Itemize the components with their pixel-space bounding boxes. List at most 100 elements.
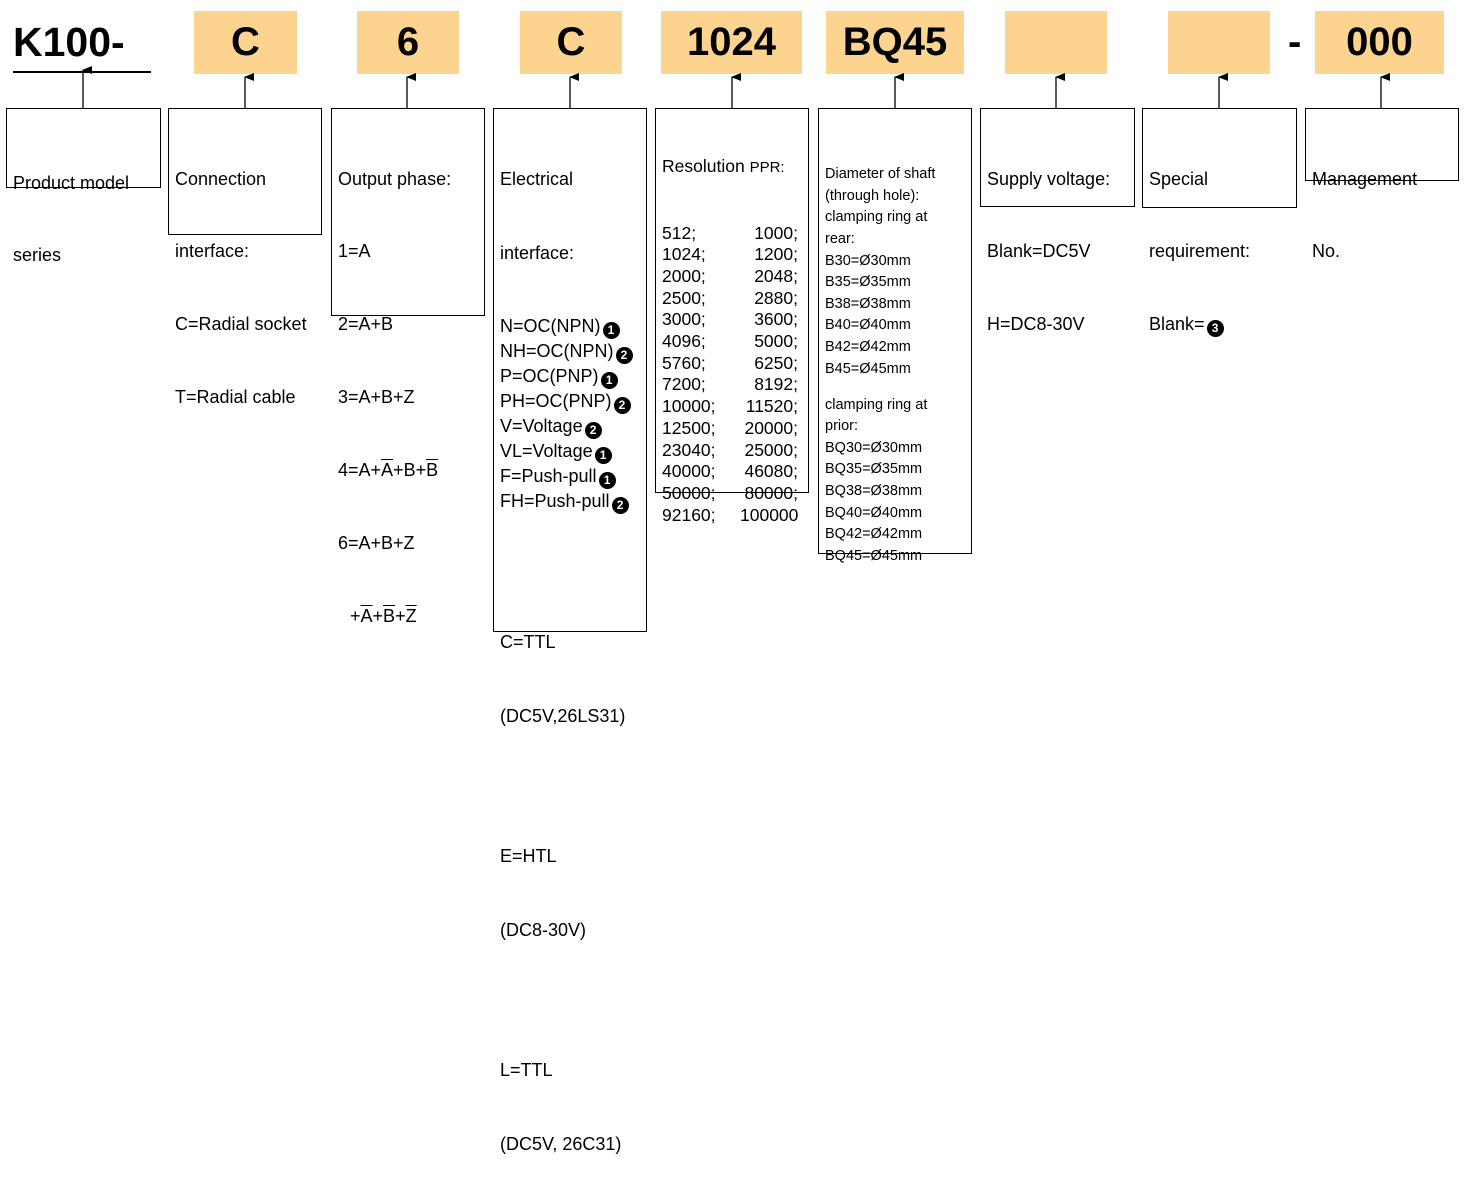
note-marker: 2 — [615, 347, 633, 364]
resolution-title: Resolution PPR: — [662, 156, 785, 177]
shaft-line: BQ40=Ø40mm — [825, 504, 923, 521]
shaft-line: B42=Ø42mm — [825, 338, 911, 355]
output-line-1: 1=A — [338, 241, 371, 262]
arrow-connectors — [82, 66, 1390, 108]
connection-line-3: C=Radial socket — [175, 314, 307, 335]
shaft-line: clamping ring at — [825, 209, 928, 226]
electrical-option: PH=OC(PNP)2 — [500, 389, 640, 414]
connection-line-4: T=Radial cable — [175, 387, 296, 408]
electrical-option: N=OC(NPN)1 — [500, 314, 640, 339]
shaft-line: clamping ring at — [825, 396, 928, 413]
resolution-values: 512;1000;1024;1200;2000;2048;2500;2880;3… — [662, 223, 802, 527]
resolution-row: 40000;46080; — [662, 461, 798, 482]
box-output-phase: Output phase: 1=A 2=A+B 3=A+B+Z 4=A+A+B+… — [331, 108, 485, 626]
electrical-ttl-l: L=TTL — [500, 1060, 553, 1080]
box-resolution: Resolution PPR: 512;1000;1024;1200;2000;… — [655, 108, 809, 525]
note-marker: 2 — [611, 497, 629, 514]
special-line-1: Special — [1149, 168, 1209, 189]
resolution-row: 2500;2880; — [662, 287, 798, 308]
output-line-6: +A+B+Z — [350, 605, 417, 626]
resolution-row: 23040;25000; — [662, 439, 798, 460]
box-supply-voltage: Supply voltage: Blank=DC5V H=DC8-30V — [980, 108, 1135, 334]
resolution-row: 512;1000; — [662, 222, 798, 243]
resolution-row: 3000;3600; — [662, 309, 798, 330]
code-output-phase: 6 — [357, 11, 459, 74]
resolution-row: 4096;5000; — [662, 331, 798, 352]
note-marker: 1 — [600, 372, 618, 389]
management-line-2: No. — [1312, 241, 1341, 262]
output-line-2: 2=A+B — [338, 314, 394, 335]
electrical-option: NH=OC(NPN)2 — [500, 339, 640, 364]
shaft-line: (through hole): — [825, 187, 920, 204]
note-marker: 1 — [602, 322, 620, 339]
code-electrical: C — [520, 11, 622, 74]
box-product-series: Product model series — [6, 108, 161, 265]
electrical-title-2: interface: — [500, 242, 575, 263]
shaft-line: BQ45=Ø45mm — [825, 547, 923, 564]
note-marker: 1 — [598, 472, 616, 489]
note-marker: 2 — [613, 397, 631, 414]
shaft-lines: Diameter of shaft (through hole): clamping… — [825, 164, 965, 567]
special-line-3: Blank=3 — [1149, 312, 1290, 338]
series-line-2: series — [13, 245, 62, 266]
separator-dash: - — [1288, 20, 1302, 64]
note-marker: 1 — [594, 447, 612, 464]
electrical-ttl-c: C=TTL — [500, 632, 556, 652]
code-shaft: BQ45 — [826, 11, 964, 74]
supply-line-3: H=DC8-30V — [987, 314, 1085, 335]
resolution-row: 50000;80000; — [662, 482, 798, 503]
electrical-ttl-l-note: (DC5V, 26C31) — [500, 1133, 622, 1154]
box-connection-interface: Connection interface: C=Radial socket T=… — [168, 108, 322, 407]
output-line-4: 4=A+A+B+B — [338, 460, 439, 481]
shaft-line: B40=Ø40mm — [825, 317, 911, 334]
connection-line-2: interface: — [175, 241, 250, 262]
electrical-title-1: Electrical — [500, 169, 574, 189]
electrical-htl-e-note: (DC8-30V) — [500, 919, 587, 940]
management-line-1: Management — [1312, 168, 1418, 189]
output-title: Output phase: — [338, 168, 452, 189]
shaft-line: B30=Ø30mm — [825, 252, 911, 269]
code-supply-voltage — [1005, 11, 1107, 74]
resolution-row: 7200;8192; — [662, 374, 798, 395]
code-special — [1168, 11, 1270, 74]
supply-line-2: Blank=DC5V — [987, 241, 1091, 262]
series-line-1: Product model — [13, 172, 130, 193]
special-line-2: requirement: — [1149, 241, 1251, 262]
note-marker-3: 3 — [1206, 320, 1224, 338]
note-marker: 2 — [584, 422, 602, 439]
code-management: 000 — [1315, 11, 1444, 74]
shaft-line: B35=Ø35mm — [825, 274, 911, 291]
shaft-line: BQ30=Ø30mm — [825, 439, 923, 456]
shaft-line: BQ42=Ø42mm — [825, 526, 923, 543]
resolution-row: 1024;1200; — [662, 244, 798, 265]
resolution-row: 92160;100000 — [662, 504, 799, 525]
electrical-option: P=OC(PNP)1 — [500, 364, 640, 389]
output-line-3: 3=A+B+Z — [338, 387, 415, 408]
connection-line-1: Connection — [175, 168, 267, 189]
shaft-line — [825, 380, 965, 395]
shaft-line: B38=Ø38mm — [825, 295, 911, 312]
shaft-line: rear: — [825, 230, 855, 247]
shaft-line: prior: — [825, 418, 859, 435]
shaft-line: B45=Ø45mm — [825, 360, 911, 377]
code-resolution: 1024 — [661, 11, 802, 74]
box-management-no: Management No. — [1305, 108, 1459, 261]
shaft-line: Diameter of shaft — [825, 166, 936, 183]
electrical-ttl-c-note: (DC5V,26LS31) — [500, 705, 626, 726]
shaft-line: BQ38=Ø38mm — [825, 483, 923, 499]
resolution-row: 5760;6250; — [662, 352, 798, 373]
resolution-row: 12500;20000; — [662, 417, 798, 438]
code-connection: C — [194, 11, 297, 74]
box-shaft-diameter: Diameter of shaft (through hole): clamping… — [818, 108, 972, 564]
supply-line-1: Supply voltage: — [987, 168, 1111, 189]
shaft-line: BQ35=Ø35mm — [825, 461, 923, 478]
box-special-requirement: Special requirement: Blank=3 — [1142, 108, 1297, 338]
resolution-row: 2000;2048; — [662, 265, 798, 286]
resolution-row: 10000;11520; — [662, 396, 798, 417]
